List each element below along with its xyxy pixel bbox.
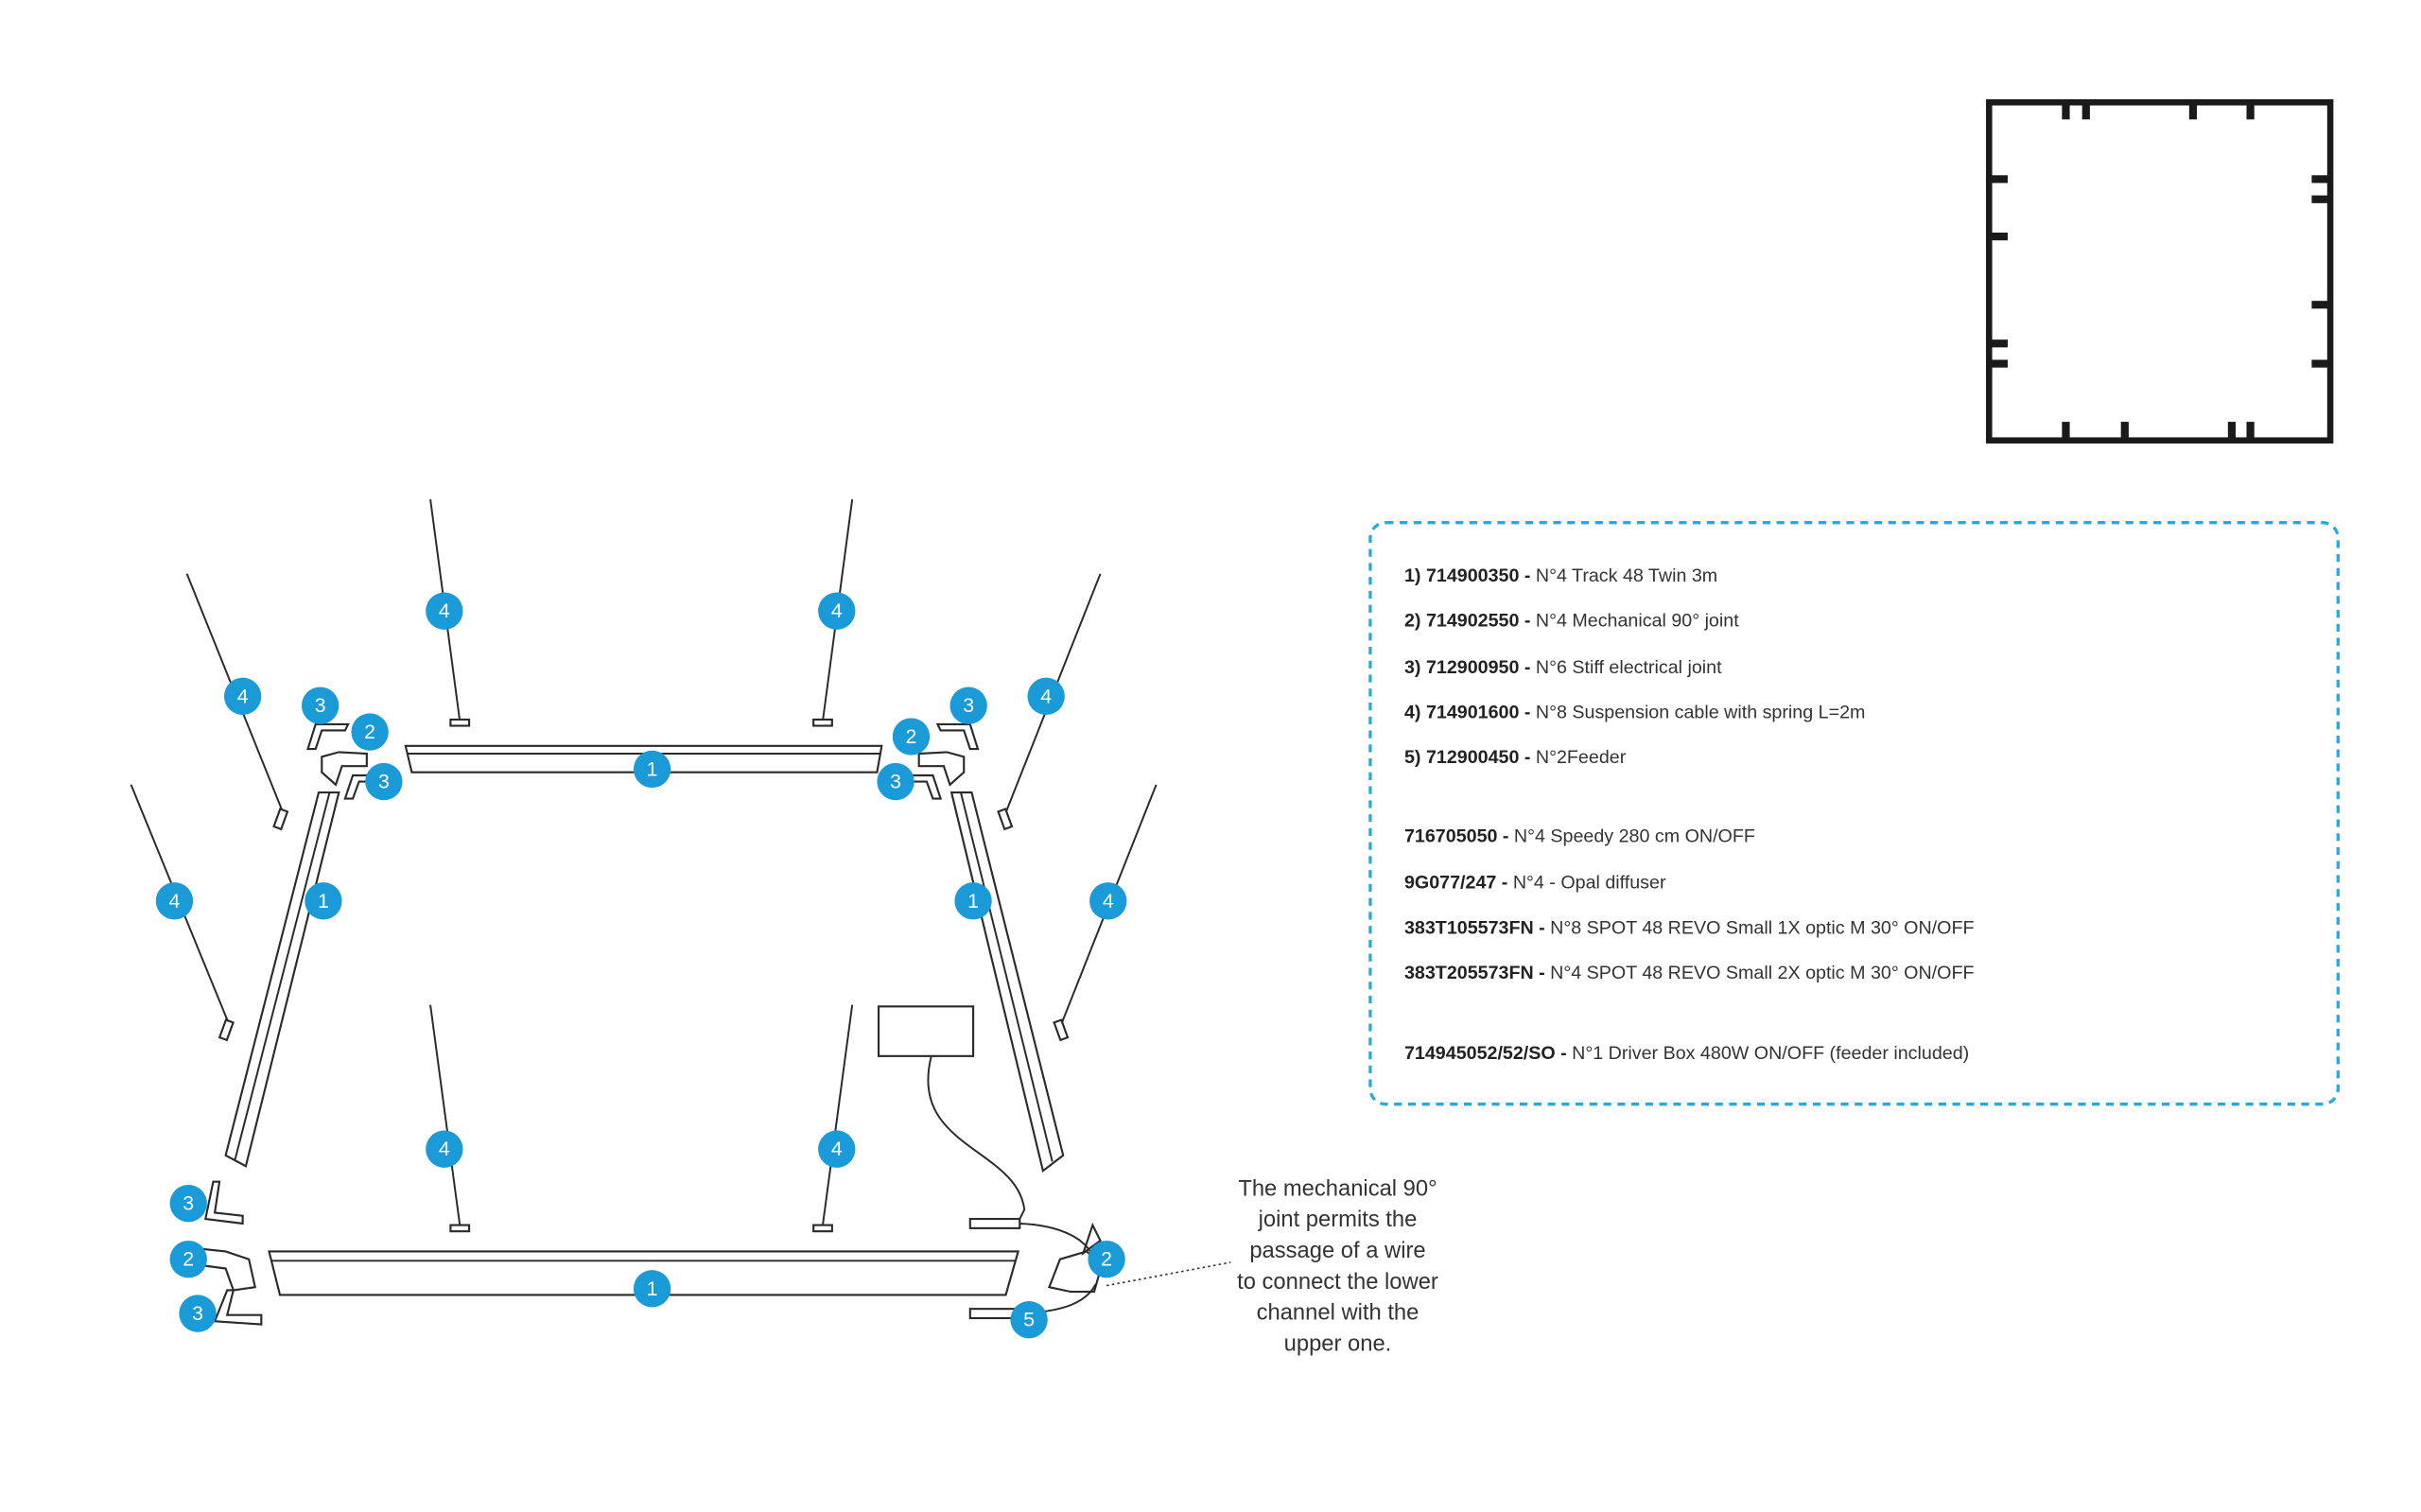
svg-text:to connect the lower: to connect the lower [1237, 1269, 1438, 1295]
parts-legend: 1) 714900350 - N°4 Track 48 Twin 3m 2) 7… [1368, 521, 2340, 1106]
svg-text:upper one.: upper one. [1284, 1330, 1392, 1356]
badge-4: 4 [155, 882, 194, 920]
legend-item: 4) 714901600 - N°8 Suspension cable with… [1404, 702, 1865, 722]
joint-note: The mechanical 90° joint permits the pas… [1237, 1175, 1438, 1356]
svg-text:1: 1 [967, 890, 979, 912]
svg-text:3: 3 [378, 771, 390, 793]
driver-box [877, 1005, 1097, 1320]
svg-text:3: 3 [890, 771, 901, 793]
legend-item: 2) 714902550 - N°4 Mechanical 90° joint [1404, 611, 1739, 632]
svg-text:1: 1 [318, 890, 329, 912]
svg-text:4: 4 [1040, 685, 1052, 707]
badge-2: 2 [169, 1241, 207, 1278]
svg-text:4: 4 [1103, 890, 1114, 912]
badge-4: 4 [426, 592, 463, 630]
svg-text:4: 4 [831, 1138, 843, 1160]
badge-3: 3 [301, 686, 340, 724]
badge-2: 2 [351, 713, 389, 751]
badge-3: 3 [949, 686, 987, 724]
legend-item: 383T105573FN - N°8 SPOT 48 REVO Small 1X… [1404, 917, 1974, 938]
svg-text:4: 4 [831, 600, 843, 622]
svg-text:4: 4 [237, 685, 249, 707]
svg-text:2: 2 [906, 725, 917, 748]
svg-text:3: 3 [963, 694, 974, 717]
legend-item: 9G077/247 - N°4 - Opal diffuser [1404, 873, 1666, 894]
svg-text:channel with the: channel with the [1257, 1300, 1420, 1326]
badge-1: 1 [633, 750, 671, 789]
badge-4: 4 [1089, 882, 1127, 920]
svg-text:2: 2 [183, 1248, 194, 1271]
badge-1: 1 [305, 882, 342, 920]
badge-4: 4 [223, 677, 262, 716]
badge-3: 3 [877, 762, 914, 801]
svg-text:2: 2 [364, 721, 375, 743]
svg-text:1: 1 [647, 1277, 658, 1300]
legend-item: 714945052/52/SO - N°1 Driver Box 480W ON… [1404, 1043, 1969, 1064]
badge-2: 2 [1088, 1241, 1125, 1278]
svg-text:3: 3 [183, 1192, 194, 1215]
suspension-cables [130, 498, 1158, 1233]
badges: 4 4 4 4 4 4 4 4 3 3 3 3 3 3 2 2 2 2 1 1 … [155, 592, 1127, 1339]
badge-1: 1 [633, 1270, 671, 1308]
svg-text:4: 4 [439, 1138, 450, 1160]
legend-item: 383T205573FN - N°4 SPOT 48 REVO Small 2X… [1404, 963, 1974, 983]
floor-plan-square [1986, 98, 2334, 444]
badge-2: 2 [892, 718, 931, 756]
svg-text:1: 1 [647, 757, 658, 780]
badge-5: 5 [1010, 1300, 1048, 1339]
svg-text:3: 3 [192, 1302, 203, 1325]
badge-3: 3 [169, 1184, 207, 1223]
legend-item: 716705050 - N°4 Speedy 280 cm ON/OFF [1404, 826, 1755, 847]
svg-text:passage of a wire: passage of a wire [1249, 1238, 1425, 1263]
svg-text:The mechanical 90°: The mechanical 90° [1238, 1175, 1437, 1201]
svg-text:4: 4 [169, 890, 181, 912]
badge-3: 3 [365, 762, 403, 801]
svg-text:3: 3 [315, 694, 326, 717]
legend-item: 5) 712900450 - N°2Feeder [1404, 747, 1627, 768]
legend-item: 1) 714900350 - N°4 Track 48 Twin 3m [1404, 565, 1717, 586]
svg-text:2: 2 [1101, 1248, 1112, 1271]
badge-1: 1 [954, 882, 992, 920]
badge-4: 4 [1027, 677, 1065, 716]
badge-4: 4 [426, 1130, 463, 1168]
badge-4: 4 [818, 592, 856, 630]
svg-text:5: 5 [1023, 1309, 1035, 1331]
svg-text:4: 4 [439, 600, 450, 622]
badge-4: 4 [818, 1130, 856, 1168]
svg-text:joint permits the: joint permits the [1258, 1207, 1418, 1232]
note-leader [1106, 1261, 1231, 1287]
badge-3: 3 [179, 1295, 217, 1332]
legend-item: 3) 712900950 - N°6 Stiff electrical join… [1404, 657, 1722, 678]
